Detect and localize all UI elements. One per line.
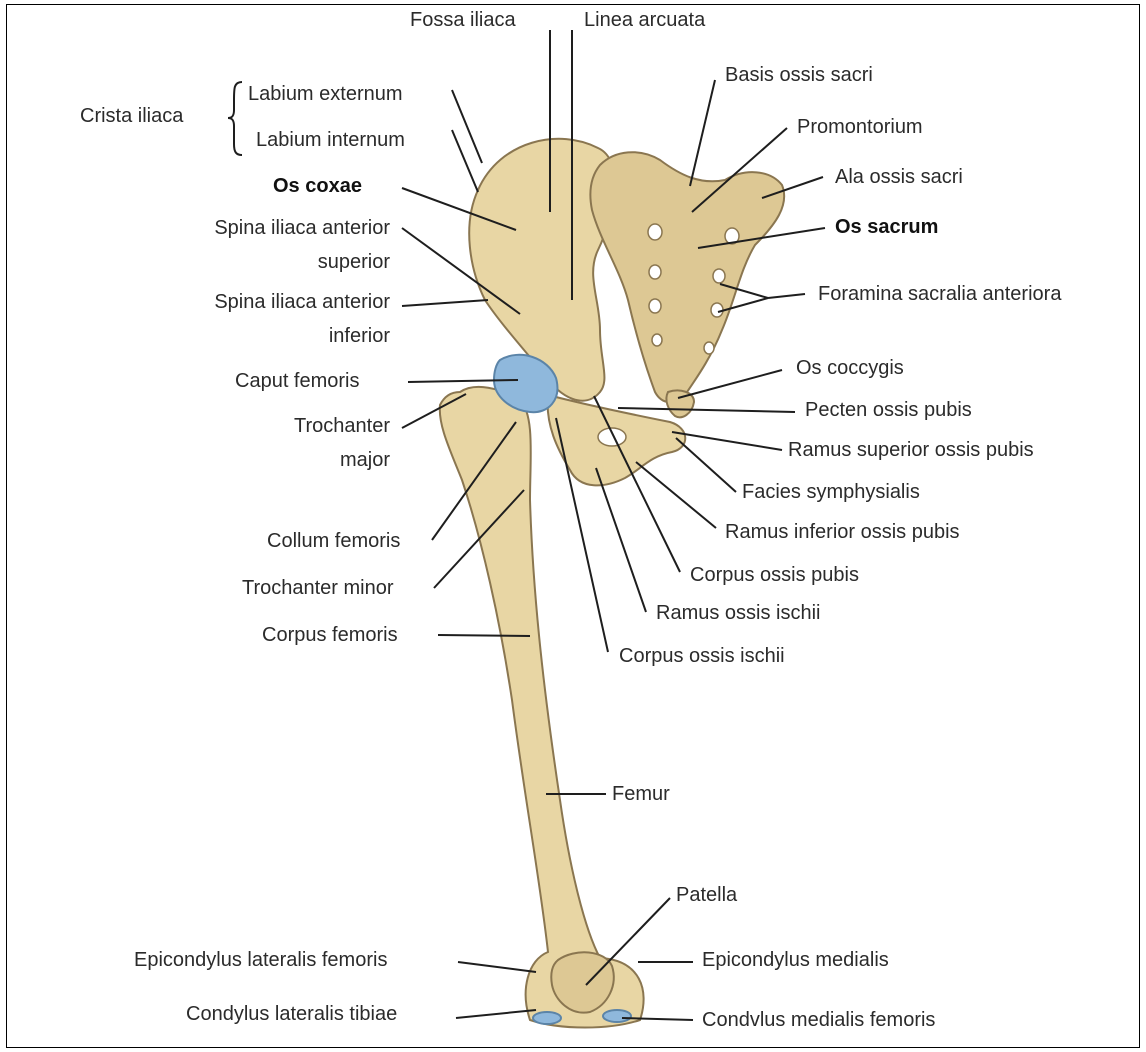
label-trochanter-major-1: Trochanter xyxy=(294,414,390,438)
sacral-foramen xyxy=(652,334,662,346)
leader-line xyxy=(690,80,715,186)
label-ramus-superior-ossis-pubis: Ramus superior ossis pubis xyxy=(788,438,1034,462)
label-spina-ant-inf-1: Spina iliaca anterior xyxy=(214,290,390,314)
leader-line xyxy=(596,468,646,612)
label-epicondylus-medialis: Epicondylus medialis xyxy=(702,948,889,972)
crista-iliaca-brace xyxy=(228,82,242,155)
label-spina-ant-sup-2: superior xyxy=(318,250,390,274)
label-femur: Femur xyxy=(612,782,670,806)
label-trochanter-major-2: major xyxy=(340,448,390,472)
label-condylus-lateralis-tibiae: Condylus lateralis tibiae xyxy=(186,1002,397,1026)
label-corpus-ossis-ischii: Corpus ossis ischii xyxy=(619,644,785,668)
leader-line xyxy=(458,962,536,972)
label-corpus-ossis-pubis: Corpus ossis pubis xyxy=(690,563,859,587)
condylus-lateralis-tibiae-shape xyxy=(533,1012,561,1024)
sacral-foramen xyxy=(649,299,661,313)
leader-line xyxy=(636,462,716,528)
label-linea-arcuata: Linea arcuata xyxy=(584,8,705,32)
label-collum-femoris: Collum femoris xyxy=(267,529,400,553)
leader-line xyxy=(452,130,478,192)
label-ramus-inferior-ossis-pubis: Ramus inferior ossis pubis xyxy=(725,520,960,544)
sacral-foramen xyxy=(711,303,723,317)
condylus-medialis-shape xyxy=(603,1010,631,1022)
label-basis-ossis-sacri: Basis ossis sacri xyxy=(725,63,873,87)
os-sacrum-shape xyxy=(590,152,784,402)
label-labium-externum: Labium externum xyxy=(248,82,403,106)
label-foramina-sacralia: Foramina sacralia anteriora xyxy=(818,282,1061,306)
label-labium-internum: Labium internum xyxy=(256,128,405,152)
label-epicondylus-lateralis: Epicondylus lateralis femoris xyxy=(134,948,387,972)
leader-line xyxy=(618,408,795,412)
label-condylus-medialis-femoris: Condvlus medialis femoris xyxy=(702,1008,935,1032)
label-pecten-ossis-pubis: Pecten ossis pubis xyxy=(805,398,972,422)
label-os-coxae: Os coxae xyxy=(273,174,362,198)
label-crista-iliaca: Crista iliaca xyxy=(80,104,183,128)
label-spina-ant-inf-2: inferior xyxy=(329,324,390,348)
label-caput-femoris: Caput femoris xyxy=(235,369,360,393)
sacral-foramen xyxy=(704,342,714,354)
label-os-coccygis: Os coccygis xyxy=(796,356,904,380)
label-patella: Patella xyxy=(676,883,737,907)
sacral-foramen xyxy=(713,269,725,283)
leader-line xyxy=(676,438,736,492)
sacral-foramen xyxy=(648,224,662,240)
label-ramus-ossis-ischii: Ramus ossis ischii xyxy=(656,601,820,625)
label-promontorium: Promontorium xyxy=(797,115,923,139)
label-corpus-femoris: Corpus femoris xyxy=(262,623,398,647)
label-fossa-iliaca: Fossa iliaca xyxy=(410,8,516,32)
leader-line xyxy=(438,635,530,636)
label-os-sacrum: Os sacrum xyxy=(835,215,938,239)
label-spina-ant-sup-1: Spina iliaca anterior xyxy=(214,216,390,240)
sacral-foramen xyxy=(649,265,661,279)
leader-line xyxy=(672,432,782,450)
leader-line xyxy=(768,294,805,298)
leader-line xyxy=(452,90,482,163)
leader-line xyxy=(402,300,488,306)
label-ala-ossis-sacri: Ala ossis sacri xyxy=(835,165,963,189)
label-facies-symphysialis: Facies symphysialis xyxy=(742,480,920,504)
label-trochanter-minor: Trochanter minor xyxy=(242,576,394,600)
leader-line xyxy=(456,1010,536,1018)
